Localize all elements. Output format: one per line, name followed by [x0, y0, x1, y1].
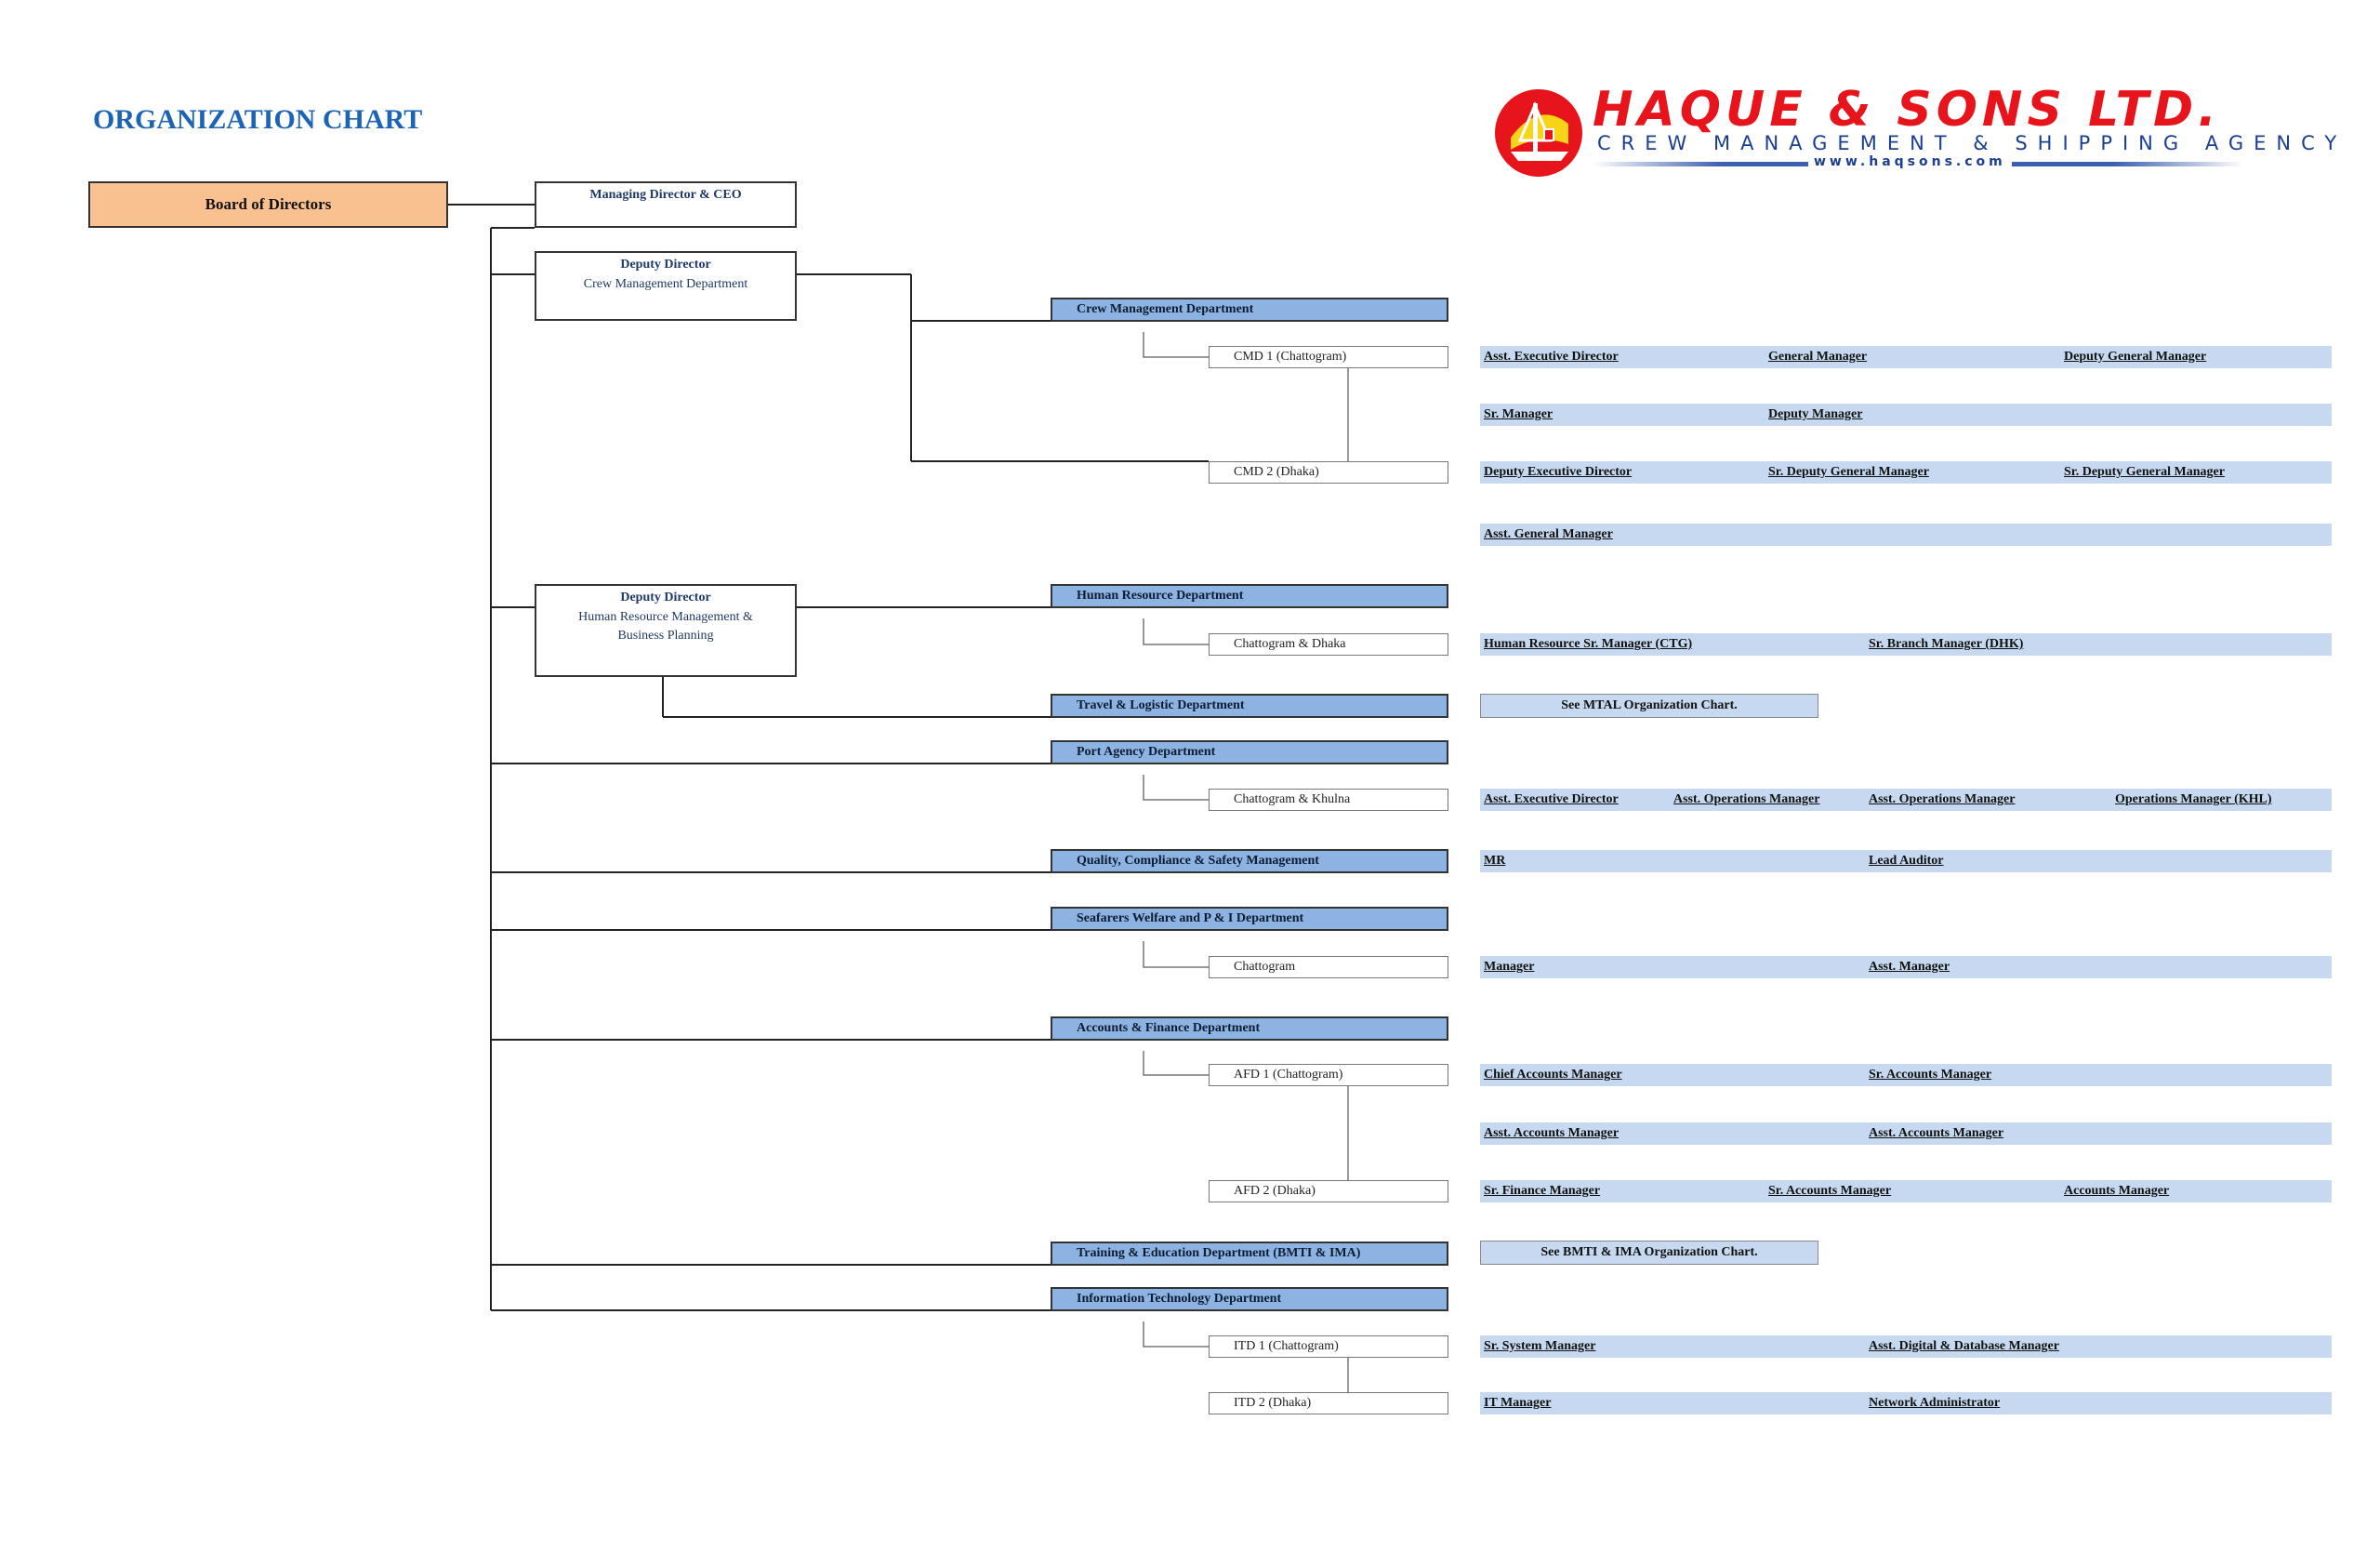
position-label: Deputy Executive Director	[1484, 465, 1633, 479]
position-label: Asst. Operations Manager	[1673, 792, 1820, 806]
positions-itd2: IT Manager Network Administrator	[1480, 1392, 2332, 1414]
positions-cmd2-row1: Deputy Executive Director Sr. Deputy Gen…	[1480, 461, 2332, 484]
dept-quality-compliance-safety: Quality, Compliance & Safety Management	[1051, 849, 1448, 873]
connector-accounts-afd1	[1143, 1051, 1209, 1076]
position-label: Asst. Accounts Manager	[1869, 1126, 2004, 1140]
position-label: Sr. Accounts Manager	[1869, 1068, 1992, 1082]
positions-hr: Human Resource Sr. Manager (CTG) Sr. Bra…	[1480, 633, 2332, 656]
position-label: Operations Manager (KHL)	[2115, 792, 2272, 806]
position-label: Sr. Finance Manager	[1484, 1184, 1601, 1198]
position-label: Deputy General Manager	[2064, 350, 2207, 364]
position-label: Human Resource Sr. Manager (CTG)	[1484, 637, 1693, 651]
position-label: Asst. Operations Manager	[1869, 792, 2016, 806]
subunit-port-location: Chattogram & Khulna	[1209, 789, 1448, 811]
subunit-afd1: AFD 1 (Chattogram)	[1209, 1064, 1448, 1086]
dd-crew-title: Deputy Director	[620, 258, 711, 272]
dept-travel-logistic: Travel & Logistic Department	[1051, 694, 1448, 718]
positions-welfare: Manager Asst. Manager	[1480, 956, 2332, 978]
connector-it-itd1	[1143, 1321, 1209, 1348]
reference-mtal-chart: See MTAL Organization Chart.	[1480, 694, 1818, 718]
position-label: Asst. Digital & Database Manager	[1869, 1339, 2059, 1353]
position-label: Asst. Executive Director	[1484, 350, 1619, 364]
logo-tagline: CREW MANAGEMENT & SHIPPING AGENCY	[1597, 132, 2347, 154]
dept-human-resource: Human Resource Department	[1051, 584, 1448, 608]
position-label: Network Administrator	[1869, 1396, 2001, 1410]
logo-company-name: HAQUE & SONS LTD.	[1593, 82, 2221, 138]
board-of-directors-box: Board of Directors	[88, 181, 448, 228]
position-label: Asst. General Manager	[1484, 527, 1613, 541]
positions-port: Asst. Executive Director Asst. Operation…	[1480, 789, 2332, 811]
position-label: Asst. Manager	[1869, 960, 1950, 974]
position-label: Sr. Manager	[1484, 407, 1554, 421]
position-label: Manager	[1484, 960, 1535, 974]
subunit-cmd1: CMD 1 (Chattogram)	[1209, 346, 1448, 368]
connector-crew-cmd1	[1143, 332, 1209, 358]
subunit-welfare-location: Chattogram	[1209, 956, 1448, 978]
positions-cmd2-row2: Asst. General Manager	[1480, 524, 2332, 546]
position-label: Sr. Deputy General Manager	[2064, 465, 2225, 479]
reference-bmti-ima-chart: See BMTI & IMA Organization Chart.	[1480, 1241, 1818, 1265]
dept-information-technology: Information Technology Department	[1051, 1287, 1448, 1311]
dd-crew-dept: Crew Management Department	[583, 277, 748, 291]
position-label: IT Manager	[1484, 1396, 1552, 1410]
dept-crew-management: Crew Management Department	[1051, 298, 1448, 322]
deputy-director-hr-box: Deputy Director Human Resource Managemen…	[535, 584, 797, 677]
dd-hr-line1: Human Resource Management &	[578, 610, 753, 624]
dd-hr-line2: Business Planning	[617, 629, 714, 643]
positions-cmd1-row1: Asst. Executive Director General Manager…	[1480, 346, 2332, 368]
md-label: Managing Director & CEO	[589, 188, 742, 202]
positions-itd1: Sr. System Manager Asst. Digital & Datab…	[1480, 1335, 2332, 1358]
subunit-itd2: ITD 2 (Dhaka)	[1209, 1392, 1448, 1414]
board-label: Board of Directors	[205, 195, 332, 213]
page-title: ORGANIZATION CHART	[93, 104, 423, 135]
position-label: Deputy Manager	[1768, 407, 1863, 421]
positions-qcs: MR Lead Auditor	[1480, 850, 2332, 872]
positions-afd1-row2: Asst. Accounts Manager Asst. Accounts Ma…	[1480, 1122, 2332, 1145]
company-logo: HAQUE & SONS LTD. CREW MANAGEMENT & SHIP…	[1492, 82, 2336, 177]
dept-training-education: Training & Education Department (BMTI & …	[1051, 1242, 1448, 1266]
subunit-itd1: ITD 1 (Chattogram)	[1209, 1335, 1448, 1358]
position-label: Sr. System Manager	[1484, 1339, 1596, 1353]
logo-website: www.haqsons.com	[1808, 155, 2012, 168]
connector-welfare-loc	[1143, 941, 1209, 968]
position-label: Asst. Executive Director	[1484, 792, 1619, 806]
subunit-hr-location: Chattogram & Dhaka	[1209, 633, 1448, 656]
dept-accounts-finance: Accounts & Finance Department	[1051, 1016, 1448, 1041]
position-label: MR	[1484, 854, 1506, 868]
dd-hr-title: Deputy Director	[620, 591, 711, 604]
positions-afd1-row1: Chief Accounts Manager Sr. Accounts Mana…	[1480, 1064, 2332, 1086]
position-label: Asst. Accounts Manager	[1484, 1126, 1620, 1140]
position-label: Sr. Accounts Manager	[1768, 1184, 1892, 1198]
ship-emblem-icon	[1495, 89, 1582, 177]
position-label: Sr. Deputy General Manager	[1768, 465, 1929, 479]
positions-cmd1-row2: Sr. Manager Deputy Manager	[1480, 404, 2332, 426]
dept-seafarers-welfare: Seafarers Welfare and P & I Department	[1051, 907, 1448, 931]
dept-port-agency: Port Agency Department	[1051, 740, 1448, 764]
position-label: Lead Auditor	[1869, 854, 1944, 868]
position-label: Accounts Manager	[2064, 1184, 2170, 1198]
position-label: General Manager	[1768, 350, 1868, 364]
deputy-director-crew-box: Deputy Director Crew Management Departme…	[535, 251, 797, 321]
subunit-afd2: AFD 2 (Dhaka)	[1209, 1180, 1448, 1202]
managing-director-box: Managing Director & CEO	[535, 181, 797, 228]
position-label: Sr. Branch Manager (DHK)	[1869, 637, 2024, 651]
connector-port-loc	[1143, 775, 1209, 801]
connector-hr-loc	[1143, 618, 1209, 645]
position-label: Chief Accounts Manager	[1484, 1068, 1622, 1082]
positions-afd2: Sr. Finance Manager Sr. Accounts Manager…	[1480, 1180, 2332, 1202]
subunit-cmd2: CMD 2 (Dhaka)	[1209, 461, 1448, 484]
